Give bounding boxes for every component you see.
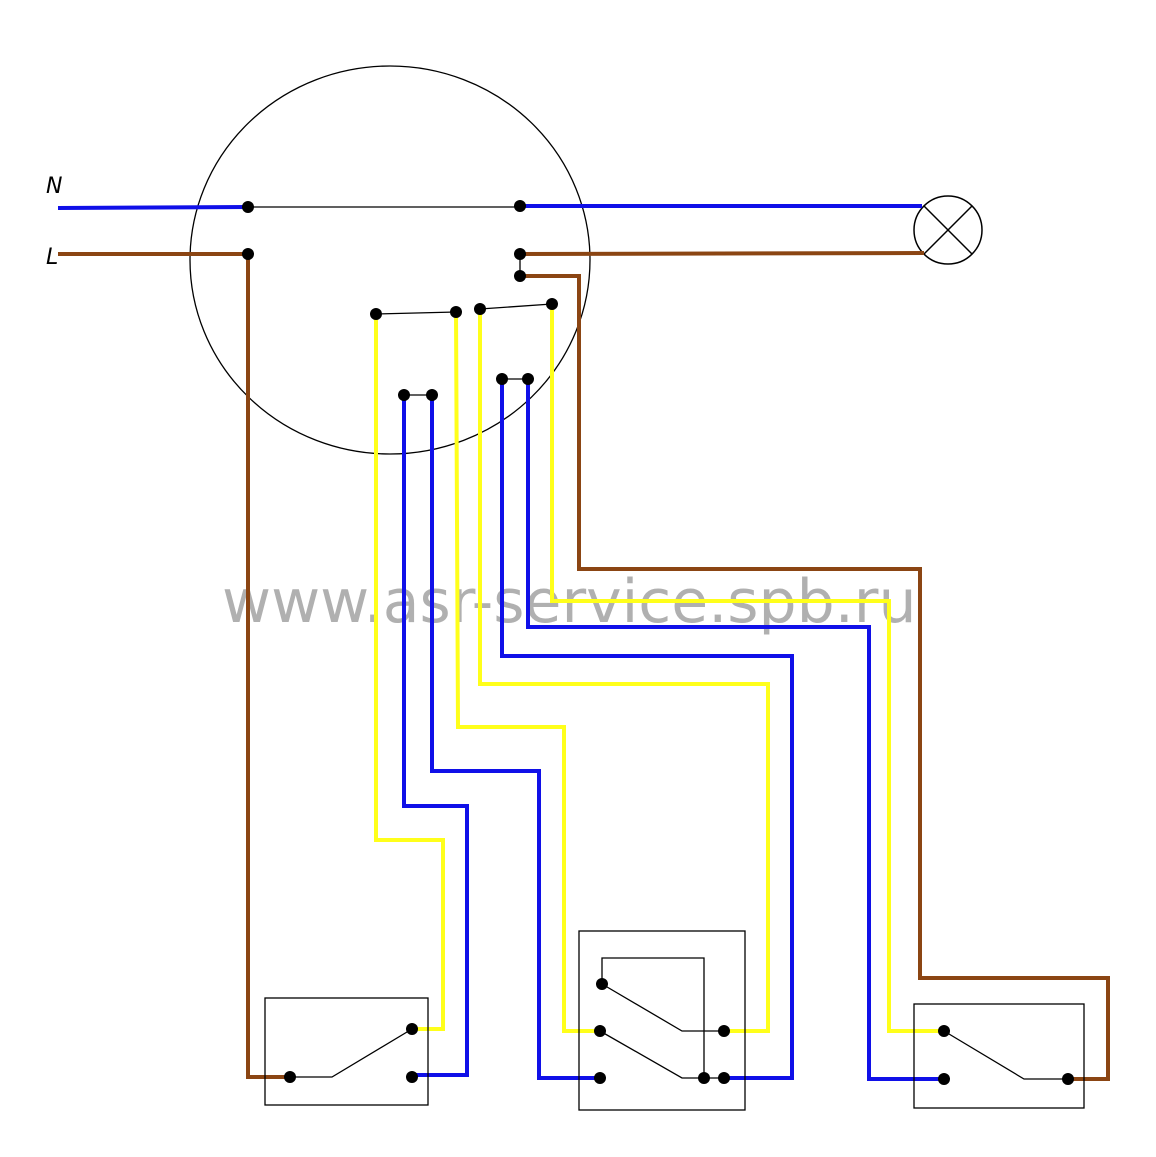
terminal-node xyxy=(242,201,254,213)
junction-links xyxy=(248,206,553,396)
terminal-node xyxy=(938,1025,950,1037)
terminal-node xyxy=(1062,1073,1074,1085)
terminal-node xyxy=(370,308,382,320)
traveler-wire-yellow xyxy=(550,304,944,1033)
terminal-node xyxy=(514,248,526,260)
neutral-wire xyxy=(57,205,249,210)
terminal-node xyxy=(514,270,526,282)
terminal-node xyxy=(406,1023,418,1035)
switch-1 xyxy=(264,997,429,1106)
terminal-node xyxy=(594,1025,606,1037)
traveler-yellow-wires xyxy=(374,304,944,1033)
switch-3 xyxy=(913,1003,1085,1109)
traveler-wire-blue xyxy=(526,379,944,1081)
switched-live-to-switch-3 xyxy=(520,274,1110,1081)
terminal-node xyxy=(242,248,254,260)
neutral-wires xyxy=(57,204,922,210)
lamp-icon xyxy=(913,195,983,265)
terminal-node xyxy=(938,1073,950,1085)
terminal-node xyxy=(522,373,534,385)
terminal-node xyxy=(698,1072,710,1084)
traveler-wire-yellow xyxy=(374,314,445,1031)
traveler-wire-blue xyxy=(500,379,794,1080)
traveler-wire-yellow xyxy=(454,311,600,1033)
terminal-node xyxy=(450,306,462,318)
switched-live-to-lamp xyxy=(519,251,925,256)
traveler-wire-blue xyxy=(430,395,600,1080)
traveler-wire-blue xyxy=(402,395,469,1077)
terminal-node xyxy=(596,978,608,990)
terminal-node xyxy=(718,1072,730,1084)
terminal-node xyxy=(474,303,486,315)
live-label: L xyxy=(46,245,58,270)
live-wires xyxy=(58,251,1110,1081)
junction-box xyxy=(189,65,591,455)
traveler-wire-yellow xyxy=(478,309,770,1033)
neutral-label: N xyxy=(46,174,62,199)
switch-2-intermediate xyxy=(578,930,746,1111)
terminal-node xyxy=(398,389,410,401)
terminals xyxy=(242,200,1074,1085)
terminal-node xyxy=(594,1072,606,1084)
terminal-node xyxy=(514,200,526,212)
live-wire-to-switch-1 xyxy=(246,254,290,1079)
terminal-node xyxy=(284,1071,296,1083)
terminal-node xyxy=(496,373,508,385)
terminal-node xyxy=(406,1071,418,1083)
terminal-node xyxy=(718,1025,730,1037)
terminal-node xyxy=(426,389,438,401)
traveler-blue-wires xyxy=(402,379,944,1081)
terminal-node xyxy=(546,298,558,310)
